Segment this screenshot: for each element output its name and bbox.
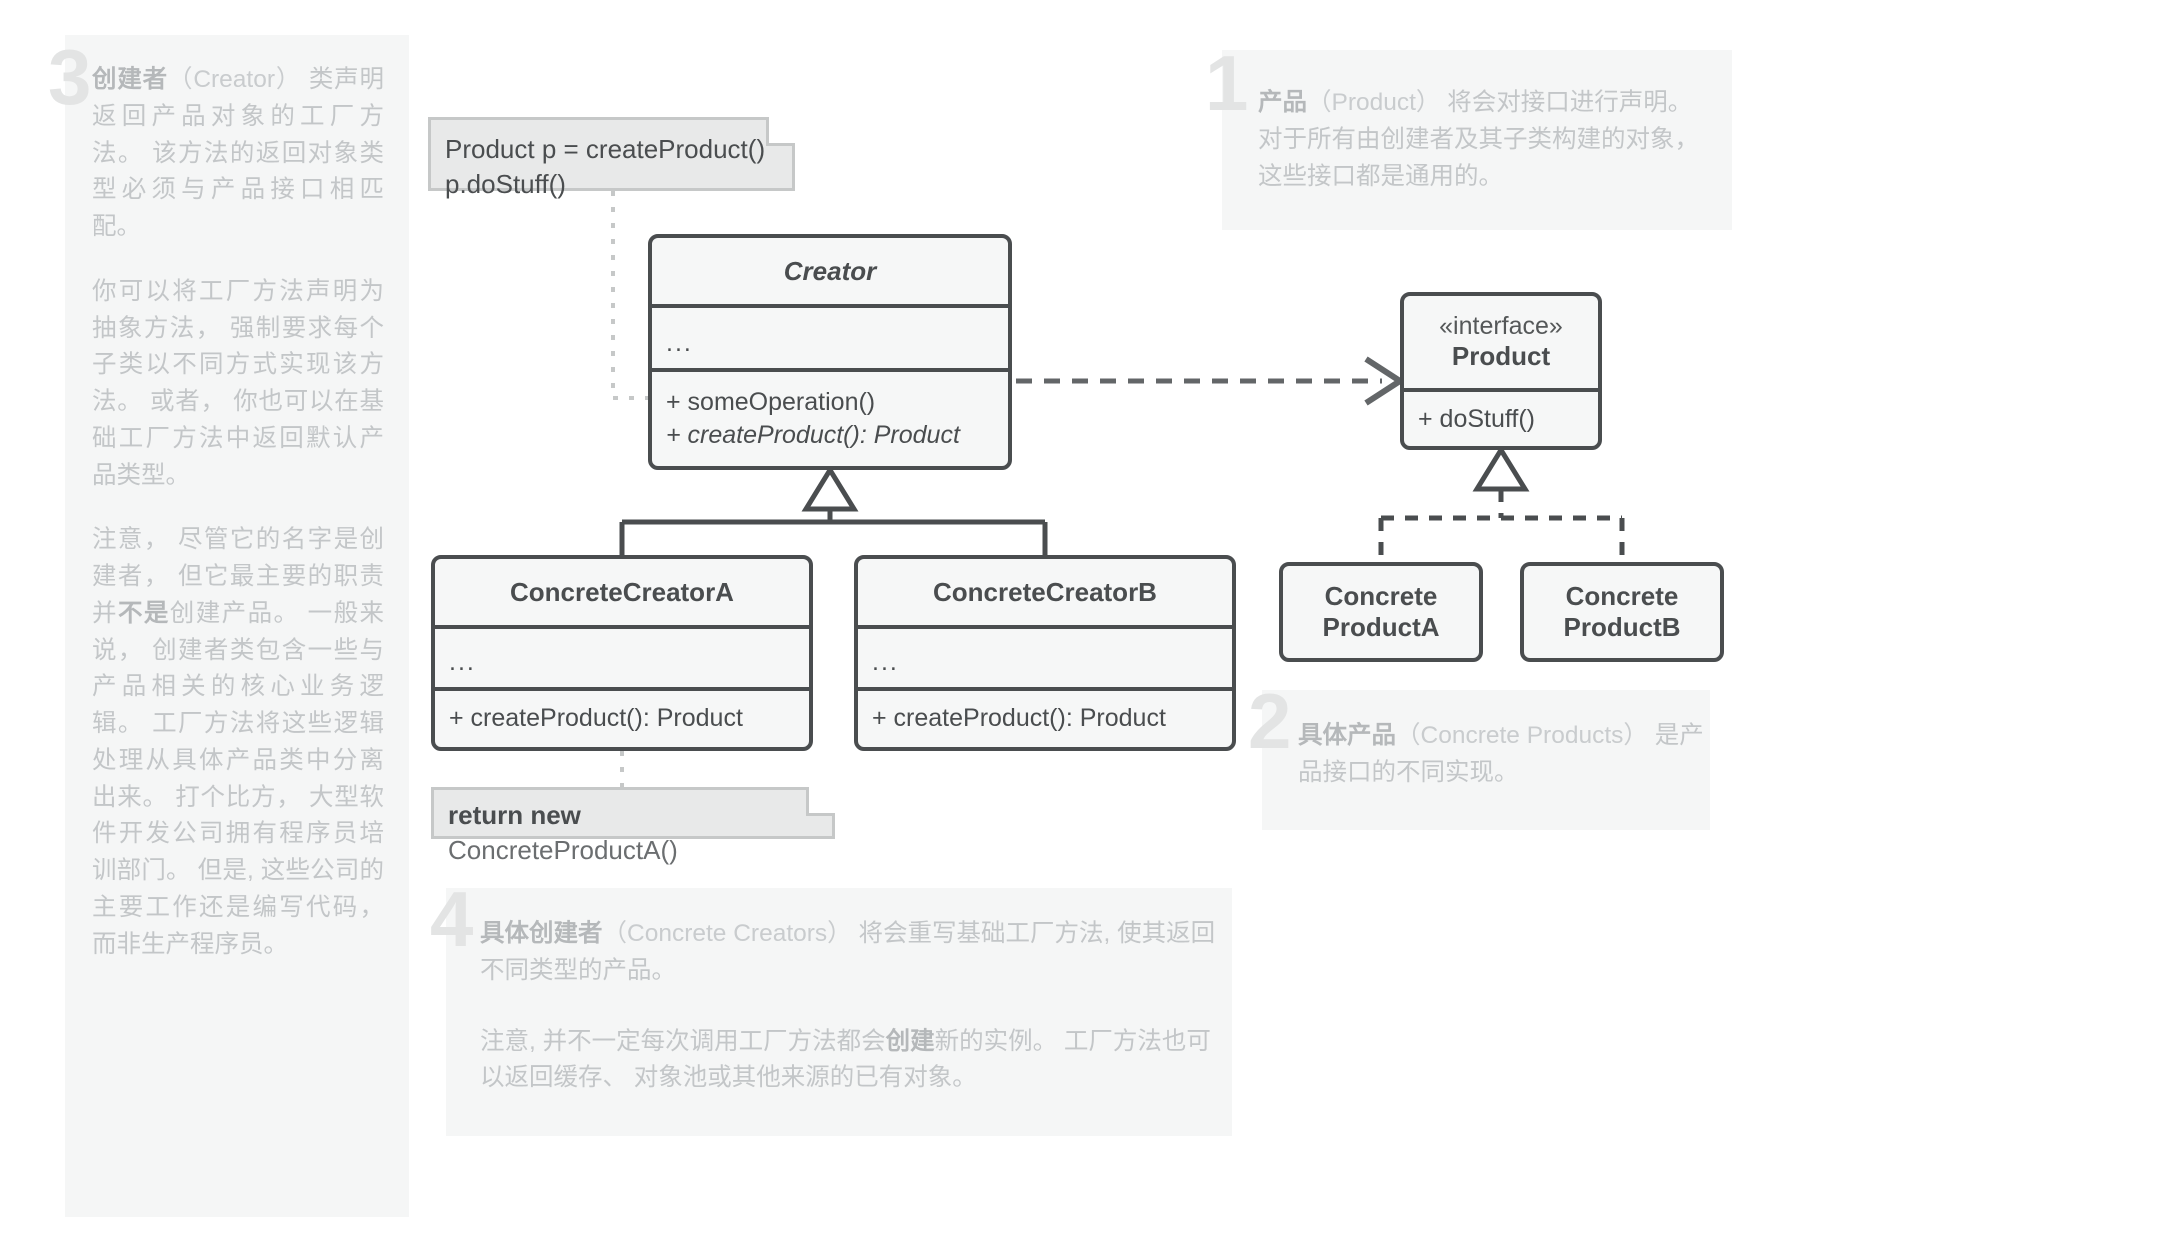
annotation-number-4: 4 (430, 875, 473, 963)
note4-paragraph-2: 注意, 并不一定每次调用工厂方法都会创建新的实例。 工厂方法也可以返回缓存、 对… (480, 1027, 1211, 1092)
dependency-creator-product (1016, 356, 1406, 406)
class-name-concrete-creator-a: ConcreteCreatorA (510, 576, 734, 607)
operation-some-operation: + someOperation() (666, 388, 876, 416)
note2-term-concrete-products: 具体产品 (1298, 722, 1396, 749)
annotation-text-concrete-products: 具体产品（Concrete Products） 是产品接口的不同实现。 (1298, 722, 1704, 786)
annotation-number-1: 1 (1205, 39, 1248, 127)
note-link-top (611, 191, 648, 400)
class-operations-concrete-creator-b: + createProduct(): Product (858, 687, 1232, 745)
annotation-panel-concrete-creators (446, 888, 1232, 1136)
annotation-panel-creator (65, 35, 409, 1217)
code-note-return-new: return new ConcreteProductA() (431, 787, 835, 865)
class-operations-creator: + someOperation() + createProduct(): Pro… (652, 368, 1008, 466)
note-fold-corner-icon (806, 787, 835, 816)
class-operations-concrete-creator-a: + createProduct(): Product (435, 687, 809, 745)
class-name-line-2: ProductB (1563, 612, 1681, 642)
realization-products (1378, 445, 1625, 564)
class-name-concrete-creator-b: ConcreteCreatorB (933, 576, 1157, 607)
class-name-concrete-product-a: Concrete ProductA (1283, 566, 1479, 658)
note1-term-product: 产品 (1258, 89, 1307, 116)
sidebar-paragraph-1: 创建者（Creator） 类声明返回产品对象的工厂方法。 该方法的返回对象类型必… (92, 66, 385, 240)
uml-interface-product[interactable]: «interface» Product + doStuff() (1400, 292, 1602, 450)
class-name-line-2: ProductA (1322, 612, 1440, 642)
annotation-text-product: 产品（Product） 将会对接口进行声明。 对于所有由创建者及其子类构建的对象… (1258, 89, 1699, 190)
annotation-text-concrete-creators: 具体创建者（Concrete Creators） 将会重写基础工厂方法, 使其返… (480, 916, 1220, 1097)
sidebar-term-creator: 创建者 (92, 66, 168, 93)
class-name-concrete-product-b: Concrete ProductB (1524, 566, 1720, 658)
uml-class-creator[interactable]: Creator ... + someOperation() + createPr… (648, 234, 1012, 470)
class-name-line-1: Concrete (1324, 580, 1438, 611)
operation-create-product: + createProduct(): Product (872, 703, 1166, 732)
code-note-line-2: p.doStuff() (445, 169, 566, 200)
attributes-ellipsis: ... (666, 329, 693, 357)
annotation-panel-concrete-products (1262, 690, 1710, 830)
code-note-return-line: return new ConcreteProductA() (448, 798, 816, 868)
annotation-number-3: 3 (48, 33, 91, 121)
uml-class-concrete-product-b[interactable]: Concrete ProductB (1520, 562, 1724, 662)
note4-term-create: 创建 (885, 1027, 935, 1055)
attributes-ellipsis: ... (449, 648, 476, 676)
note-fold-corner-icon (766, 117, 795, 146)
operation-create-product: + createProduct(): Product (449, 703, 743, 732)
annotation-panel-product (1222, 50, 1732, 230)
note4-term-concrete-creators: 具体创建者 (480, 920, 603, 947)
class-name-product: «interface» Product (1404, 296, 1598, 388)
code-expression: ConcreteProductA() (448, 835, 678, 866)
annotation-text-creator: 创建者（Creator） 类声明返回产品对象的工厂方法。 该方法的返回对象类型必… (92, 62, 384, 963)
attributes-ellipsis: ... (872, 648, 899, 676)
code-note-line-1: Product p = createProduct() (445, 134, 766, 164)
class-operations-product: + doStuff() (1404, 388, 1598, 446)
sidebar-paragraph-2: 你可以将工厂方法声明为抽象方法， 强制要求每个子类以不同方式实现该方法。 或者，… (92, 277, 384, 489)
note4-paragraph-1: 具体创建者（Concrete Creators） 将会重写基础工厂方法, 使其返… (480, 920, 1216, 984)
class-attributes-creator: ... (652, 304, 1008, 368)
uml-class-concrete-creator-b[interactable]: ConcreteCreatorB ... + createProduct(): … (854, 555, 1236, 751)
class-attributes-concrete-creator-a: ... (435, 625, 809, 687)
class-attributes-concrete-creator-b: ... (858, 625, 1232, 687)
stereotype-interface: «interface» (1439, 312, 1563, 340)
annotation-number-2: 2 (1248, 677, 1291, 765)
uml-class-concrete-creator-a[interactable]: ConcreteCreatorA ... + createProduct(): … (431, 555, 813, 751)
interface-name-label: Product (1451, 341, 1551, 371)
sidebar-term-not: 不是 (117, 599, 170, 627)
class-name-creator: Creator (783, 255, 877, 286)
generalization-creators (619, 465, 1048, 557)
sidebar-paragraph-3: 注意， 尽管它的名字是创建者， 但它最主要的职责并不是创建产品。 一般来说， 创… (92, 526, 385, 958)
uml-class-concrete-product-a[interactable]: Concrete ProductA (1279, 562, 1483, 662)
code-note-create-product: Product p = createProduct() p.doStuff() (428, 117, 795, 199)
code-keyword-return-new: return new (448, 800, 581, 830)
operation-do-stuff: + doStuff() (1418, 404, 1535, 433)
operation-create-product: + createProduct(): Product (666, 421, 960, 449)
class-name-line-1: Concrete (1565, 580, 1679, 611)
